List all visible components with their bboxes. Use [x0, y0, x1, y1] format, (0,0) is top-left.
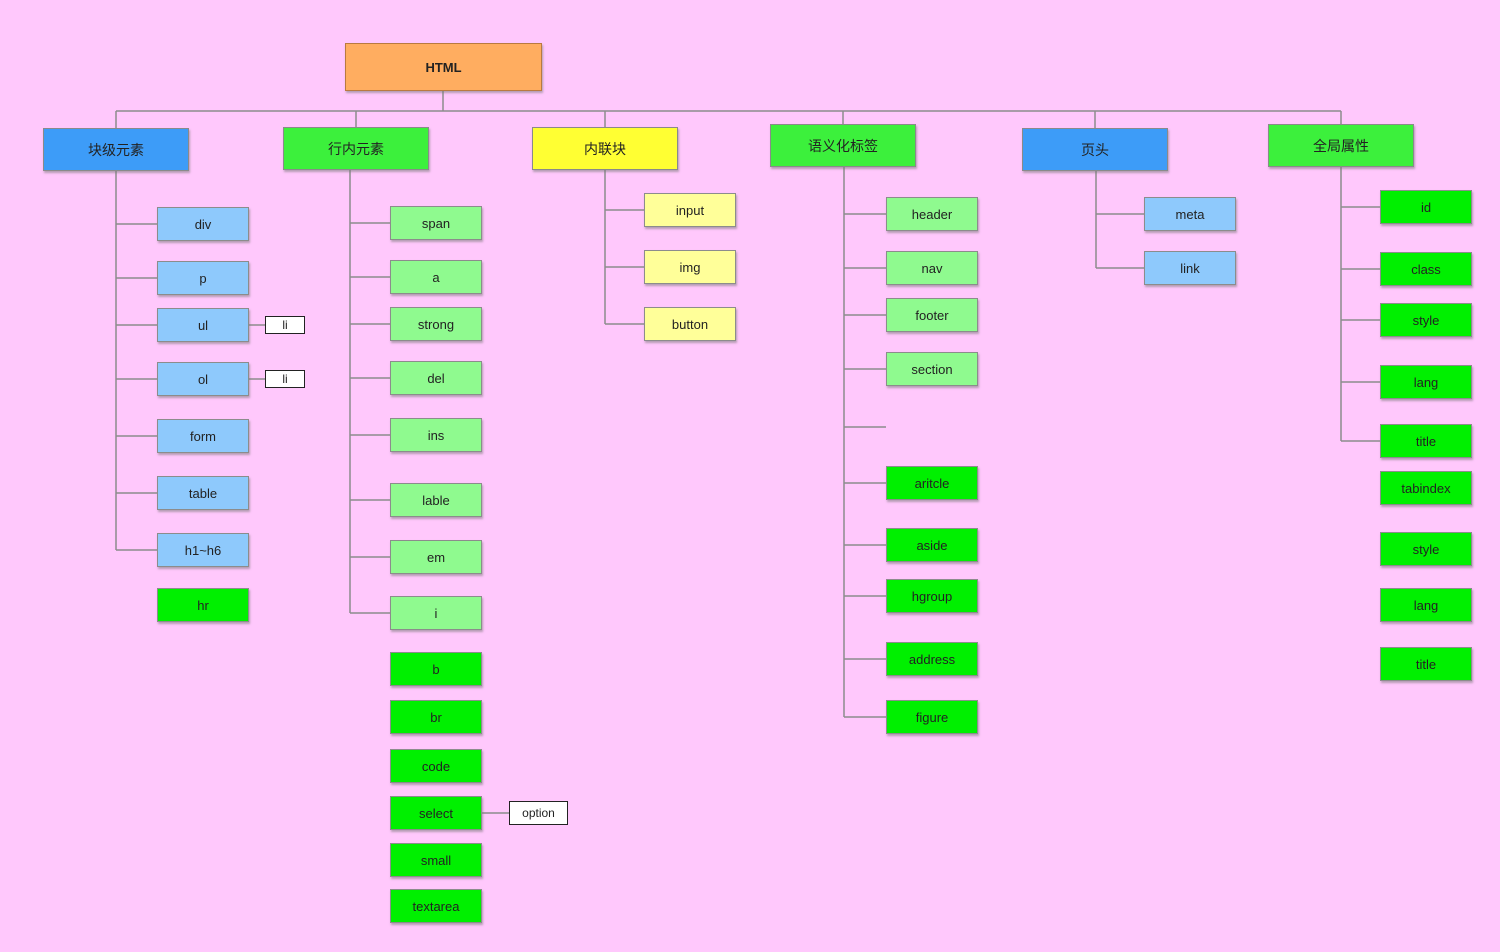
leaf-inline-1: a: [390, 260, 482, 294]
category-head: 页头: [1022, 128, 1168, 171]
category-semantic: 语义化标签: [770, 124, 916, 167]
leaf-block-7: hr: [157, 588, 249, 622]
leaf-block-0: div: [157, 207, 249, 241]
leaf-global_attrs-8: title: [1380, 647, 1472, 681]
leaf-semantic-5: aside: [886, 528, 978, 562]
leaf-inline-5: lable: [390, 483, 482, 517]
leaf-inline_block-1: img: [644, 250, 736, 284]
leaf-inline-0: span: [390, 206, 482, 240]
leaf-block-3: ol: [157, 362, 249, 396]
leaf-inline-8: b: [390, 652, 482, 686]
category-inline_block: 内联块: [532, 127, 678, 170]
leaf-global_attrs-4: title: [1380, 424, 1472, 458]
leaf-block-1: p: [157, 261, 249, 295]
category-inline: 行内元素: [283, 127, 429, 170]
leaf-semantic-6: hgroup: [886, 579, 978, 613]
leaf-inline-3: del: [390, 361, 482, 395]
leaf-global_attrs-6: style: [1380, 532, 1472, 566]
leaf-inline-11: select: [390, 796, 482, 830]
leaf-semantic-8: figure: [886, 700, 978, 734]
leaf-global_attrs-7: lang: [1380, 588, 1472, 622]
leaf-inline-13: textarea: [390, 889, 482, 923]
leaf-semantic-4: aritcle: [886, 466, 978, 500]
leaf-global_attrs-2: style: [1380, 303, 1472, 337]
category-block: 块级元素: [43, 128, 189, 171]
category-global_attrs: 全局属性: [1268, 124, 1414, 167]
leaf-inline-7: i: [390, 596, 482, 630]
leaf-global_attrs-0: id: [1380, 190, 1472, 224]
root-node-html: HTML: [345, 43, 542, 91]
leaf-semantic-0: header: [886, 197, 978, 231]
leaf-inline-6: em: [390, 540, 482, 574]
leaf-semantic-2: footer: [886, 298, 978, 332]
leaf-inline-9: br: [390, 700, 482, 734]
leaf-block-2: ul: [157, 308, 249, 342]
sub-node-li: li: [265, 316, 305, 334]
leaf-semantic-7: address: [886, 642, 978, 676]
leaf-block-5: table: [157, 476, 249, 510]
leaf-global_attrs-1: class: [1380, 252, 1472, 286]
leaf-inline-2: strong: [390, 307, 482, 341]
sub-node-option: option: [509, 801, 568, 825]
leaf-global_attrs-3: lang: [1380, 365, 1472, 399]
leaf-semantic-1: nav: [886, 251, 978, 285]
leaf-inline-10: code: [390, 749, 482, 783]
leaf-block-6: h1~h6: [157, 533, 249, 567]
leaf-inline-4: ins: [390, 418, 482, 452]
leaf-inline_block-0: input: [644, 193, 736, 227]
leaf-inline-12: small: [390, 843, 482, 877]
leaf-inline_block-2: button: [644, 307, 736, 341]
leaf-global_attrs-5: tabindex: [1380, 471, 1472, 505]
leaf-head-0: meta: [1144, 197, 1236, 231]
sub-node-li: li: [265, 370, 305, 388]
leaf-head-1: link: [1144, 251, 1236, 285]
leaf-block-4: form: [157, 419, 249, 453]
leaf-semantic-3: section: [886, 352, 978, 386]
